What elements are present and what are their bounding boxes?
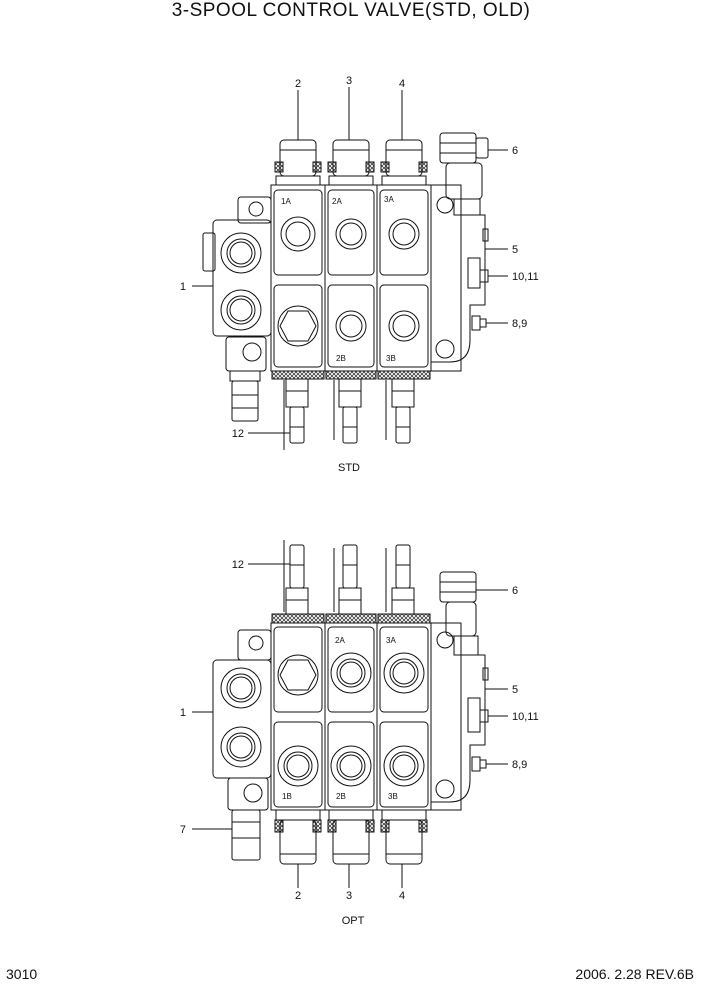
opt-inlet-port-upper	[220, 667, 262, 709]
revision-date: 2006. 2.28 REV.6B	[575, 966, 694, 982]
std-callout-1: 1	[180, 281, 186, 293]
opt-section-3	[376, 622, 432, 811]
opt-spool-cap-3	[327, 809, 375, 865]
opt-section-1	[270, 622, 326, 811]
opt-label-1b: 1B	[282, 792, 292, 801]
opt-port-labels: 2A 3A 1B 2B 3B	[282, 636, 398, 801]
std-callout-10-11: 10,11	[512, 271, 539, 283]
std-label-3b: 3B	[386, 354, 396, 363]
opt-outlet-section	[430, 622, 489, 811]
opt-callout-3: 3	[346, 890, 352, 902]
std-port-2b	[335, 310, 367, 342]
opt-callouts: 2 3 4 6 5 10,11 8,9 1 7 12	[180, 559, 539, 902]
page-title: 3-SPOOL CONTROL VALVE(STD, OLD)	[171, 0, 531, 21]
std-label-3a: 3A	[384, 195, 394, 204]
std-label-2b: 2B	[336, 354, 346, 363]
opt-callout-5: 5	[512, 684, 518, 696]
std-port-2a	[335, 218, 367, 250]
std-callout-3: 3	[346, 75, 352, 87]
opt-port-2a	[330, 652, 372, 694]
std-view	[192, 87, 508, 450]
std-spool-cap-3	[327, 139, 375, 186]
opt-caption: OPT	[342, 915, 365, 927]
std-spool-cap-2	[274, 139, 322, 186]
opt-callout-7: 7	[180, 824, 186, 836]
std-port-labels: 1A 2A 3A 2B 3B	[281, 195, 396, 363]
opt-plug-1a	[277, 654, 319, 696]
std-callout-6: 6	[512, 145, 518, 157]
std-callout-5: 5	[512, 244, 518, 256]
std-port-1a	[280, 216, 316, 252]
std-caption: STD	[338, 462, 360, 474]
std-label-1a: 1A	[281, 197, 291, 206]
std-inlet-port-lower	[220, 289, 262, 331]
opt-spool-cap-4	[380, 809, 428, 865]
std-section-3	[376, 184, 432, 372]
opt-lower-left-fitting	[231, 809, 261, 861]
opt-inlet-body	[212, 659, 272, 779]
std-callout-12: 12	[232, 428, 244, 440]
std-plug-1b	[277, 305, 319, 347]
opt-spool-cap-2	[274, 809, 322, 865]
std-inlet-body	[212, 219, 272, 337]
opt-label-2a: 2A	[335, 636, 345, 645]
opt-label-2b: 2B	[336, 792, 346, 801]
std-relief-fitting	[439, 132, 489, 216]
opt-label-3b: 3B	[388, 792, 398, 801]
opt-callout-8-9: 8,9	[512, 759, 527, 771]
opt-callout-1: 1	[180, 707, 186, 719]
opt-port-1b	[277, 745, 319, 787]
opt-callout-6: 6	[512, 585, 518, 597]
std-outlet-section	[430, 184, 489, 372]
std-label-2a: 2A	[332, 197, 342, 206]
opt-spool-end-1	[271, 544, 325, 624]
opt-port-2b	[330, 745, 372, 787]
std-port-3b	[388, 310, 420, 342]
opt-section-2	[324, 622, 378, 811]
std-callout-8-9: 8,9	[512, 318, 527, 330]
std-section-1	[270, 184, 326, 372]
opt-callout-2: 2	[295, 890, 301, 902]
std-spool-end-1	[271, 370, 325, 444]
std-callouts: 2 3 4 6 5 10,11 8,9 1 12	[180, 75, 539, 440]
opt-callout-4: 4	[399, 890, 405, 902]
std-section-2	[324, 184, 378, 372]
std-lower-left-fitting	[231, 380, 259, 422]
opt-spool-end-3	[377, 544, 431, 624]
opt-relief-fitting	[439, 571, 479, 656]
opt-label-3a: 3A	[386, 636, 396, 645]
opt-spool-end-2	[325, 544, 377, 624]
opt-port-3a	[383, 652, 425, 694]
std-spool-cap-4	[380, 139, 428, 186]
opt-callout-10-11: 10,11	[512, 711, 539, 723]
std-port-3a	[388, 218, 420, 250]
opt-port-3b	[383, 745, 425, 787]
std-callout-2: 2	[295, 78, 301, 90]
std-spool-end-2	[325, 370, 377, 444]
std-inlet-boss	[237, 196, 272, 224]
page-number: 3010	[6, 966, 38, 982]
opt-view	[192, 540, 508, 888]
std-callout-4: 4	[399, 78, 405, 90]
opt-callout-12: 12	[232, 559, 244, 571]
std-inlet-port-upper	[220, 232, 262, 274]
std-spool-end-3	[377, 370, 431, 444]
opt-inlet-port-lower	[220, 726, 262, 768]
